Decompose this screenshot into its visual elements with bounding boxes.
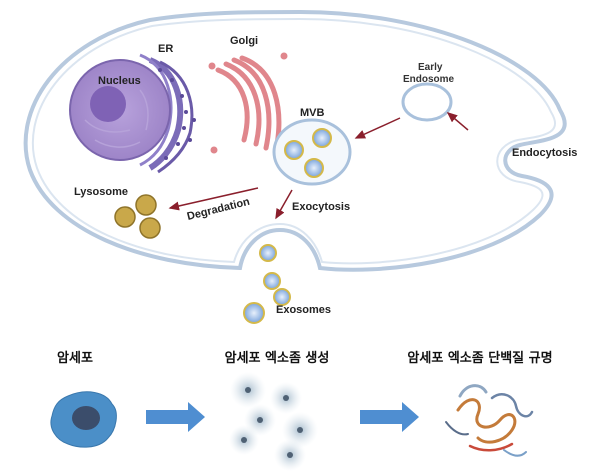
step-2-label: 암세포 엑소좀 생성 [225, 350, 330, 366]
lysosome-cluster [114, 194, 161, 239]
lysosome-label: Lysosome [74, 186, 128, 198]
golgi-label: Golgi [230, 35, 258, 47]
exosome-cluster-icon [229, 372, 318, 471]
step-arrow-2 [360, 402, 419, 432]
degradation-arrow [168, 187, 259, 211]
early-endosome [401, 82, 453, 122]
nucleus-label: Nucleus [98, 75, 141, 87]
endosome-to-mvb-arrow [354, 117, 401, 139]
mvb-label: MVB [300, 107, 325, 119]
exosomes-label: Exosomes [276, 304, 331, 316]
step-arrow-1 [146, 402, 205, 432]
exocytosis-label: Exocytosis [292, 201, 350, 213]
er-organelle [139, 53, 196, 174]
early-endosome-label-line1: Early [418, 62, 443, 73]
er-label: ER [158, 43, 173, 55]
endocytosis-arrow [446, 112, 469, 131]
exocytosis-arrow [275, 189, 293, 220]
nucleus-organelle [69, 59, 171, 161]
secreted-exosomes [243, 244, 291, 324]
step-1-label: 암세포 [57, 350, 93, 366]
endocytosis-label: Endocytosis [512, 147, 577, 159]
early-endosome-label-line2: Endosome [403, 74, 455, 85]
mvb-organelle [272, 118, 352, 186]
step-3-label: 암세포 엑소좀 단백질 규명 [407, 350, 552, 366]
cancer-cell-icon [50, 391, 117, 448]
protein-structure-icon [445, 384, 534, 457]
